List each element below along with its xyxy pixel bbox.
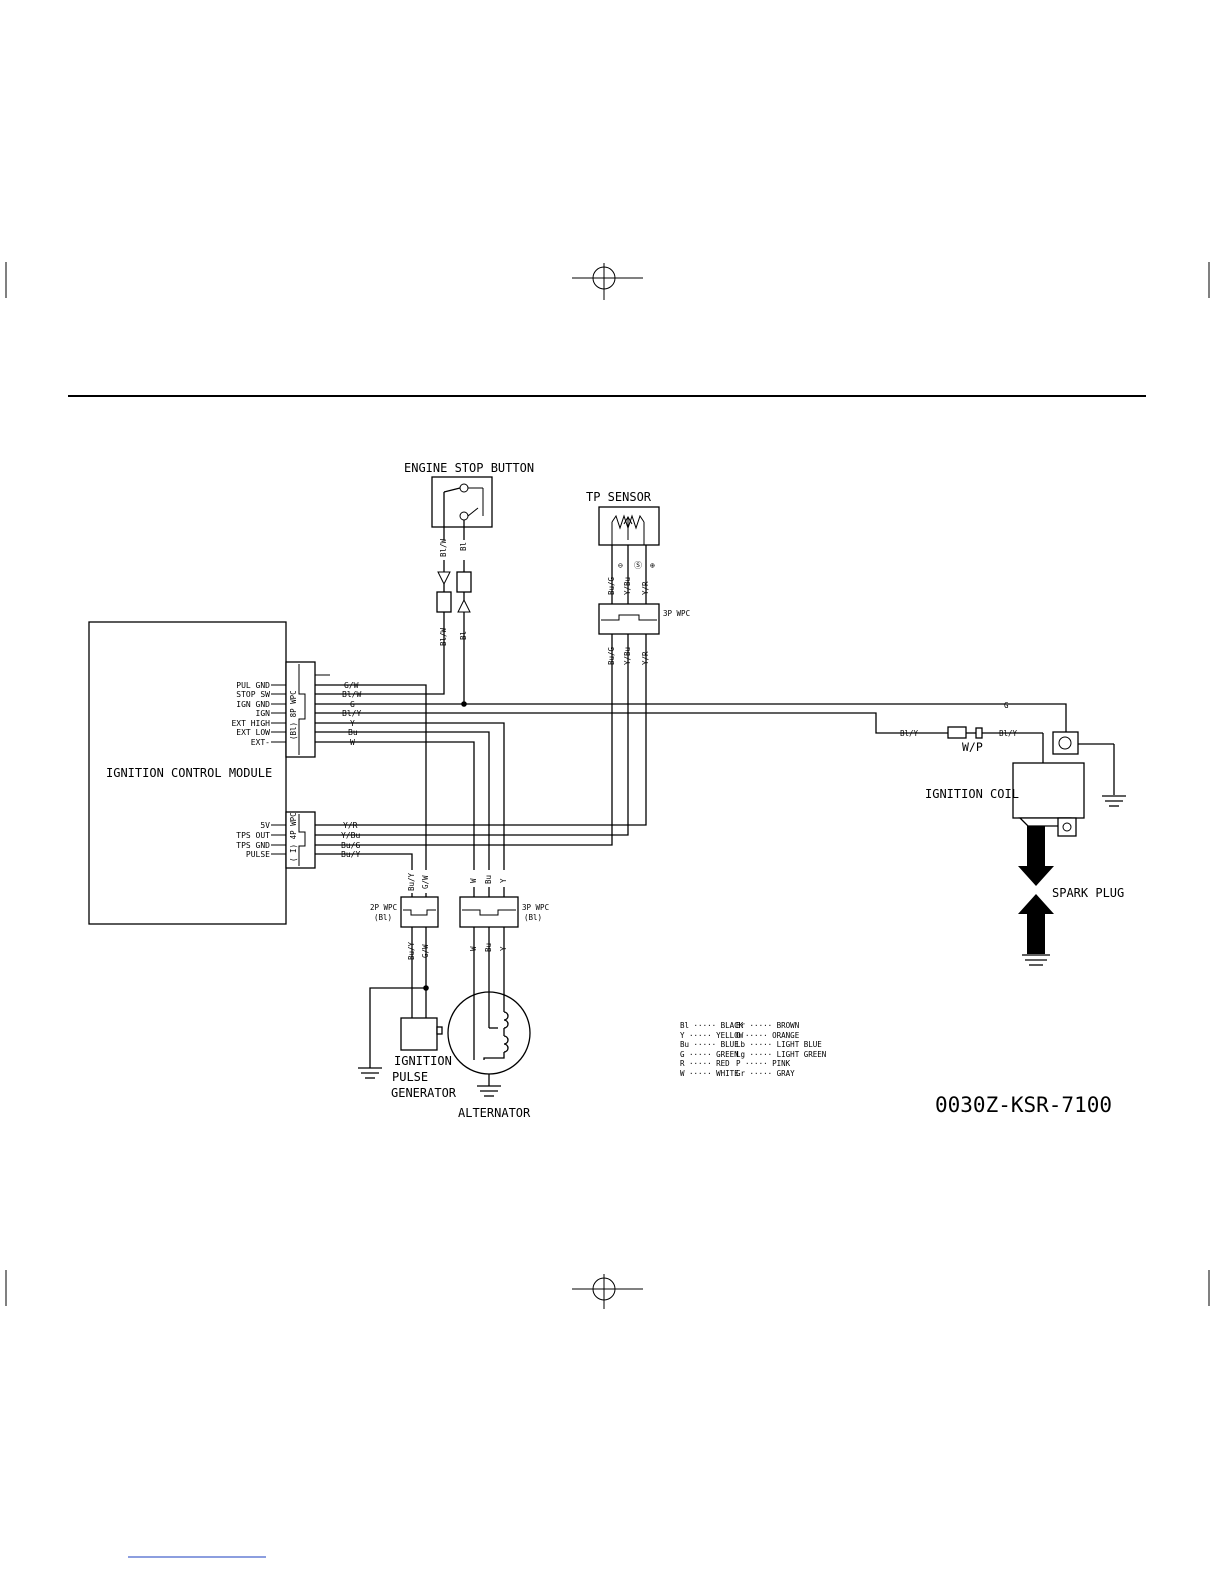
spark-plug-ground-icon xyxy=(1022,954,1050,966)
alternator-label: ALTERNATOR xyxy=(458,1106,531,1120)
wire-label-tp-bu-g-top: Bu/G xyxy=(607,576,616,595)
legend-red: R ····· RED xyxy=(680,1059,730,1068)
pulse-generator-group: Bu/Y G/W 2P WPC (Bl) Bu/Y G/W IGNITION P… xyxy=(358,872,457,1100)
spark-plug-lower-arrow-icon xyxy=(1018,894,1054,914)
pin-ext-high: EXT HIGH xyxy=(231,719,270,728)
spark-plug-label: SPARK PLUG xyxy=(1052,886,1124,900)
spark-plug-body xyxy=(1027,912,1045,954)
wire-label-coil-bl-y-left: Bl/Y xyxy=(900,729,919,738)
wire-label-g-long: G xyxy=(1004,701,1009,710)
legend-yellow: Y ····· YELLOW xyxy=(680,1031,744,1040)
tp-signal-icon: Ⓢ xyxy=(634,561,642,570)
legend-green: G ····· GREEN xyxy=(680,1050,739,1059)
spark-plug-upper-arrow-icon xyxy=(1018,866,1054,886)
tp-sensor-label: TP SENSOR xyxy=(586,490,652,504)
ignition-coil-label: IGNITION COIL xyxy=(925,787,1019,801)
harness-wires xyxy=(315,625,1067,870)
alt-3p-wpc-color: (Bl) xyxy=(524,913,542,922)
ignition-coil-group: Bl/Y W/P Bl/Y IGNITION COIL SPARK PLUG xyxy=(900,726,1126,966)
legend-light-green: Lg ····· LIGHT GREEN xyxy=(736,1050,826,1059)
legend-white: W ····· WHITE xyxy=(680,1069,739,1078)
wire-label-pulse-g-w-bottom: G/W xyxy=(421,944,430,958)
ignition-control-module: IGNITION CONTROL MODULE (Bl) 8P WPC ( I)… xyxy=(88,621,361,925)
tp-3p-wpc-label: 3P WPC xyxy=(663,609,690,618)
wire-label-alt-bu-top: Bu xyxy=(484,875,493,884)
legend-black: Bl ····· BLACK xyxy=(680,1021,744,1030)
splice-point-stop-ground xyxy=(461,701,467,707)
wire-label-tp-y-r-top: Y/R xyxy=(641,581,650,595)
tp-sensor: TP SENSOR ⊖ Ⓢ ⊕ Bu/G Y/Bu Y/R 3P WPC Bu/… xyxy=(586,490,690,665)
pin-stop-sw: STOP SW xyxy=(236,690,270,699)
crop-marks xyxy=(5,262,1210,1309)
alt-3p-wpc-label: 3P WPC xyxy=(522,903,549,912)
spark-plug-cap xyxy=(1027,826,1045,868)
pin-tps-out: TPS OUT xyxy=(236,831,270,840)
tp-plus-icon: ⊕ xyxy=(650,561,655,570)
wire-label-stop-bl-w-top: Bl/W xyxy=(439,538,448,557)
legend-brown: Br ····· BROWN xyxy=(736,1021,799,1030)
pulse-2p-wpc-color: (Bl) xyxy=(374,913,392,922)
pulse-ground-icon xyxy=(358,1067,382,1079)
pin-pulse: PULSE xyxy=(246,850,270,859)
pulse-2p-wpc-label: 2P WPC xyxy=(370,903,397,912)
coil-ground-icon xyxy=(1102,795,1126,807)
legend-light-blue: Lb ····· LIGHT BLUE xyxy=(736,1040,822,1049)
registration-mark-bottom-icon xyxy=(572,1274,643,1309)
wp-label: W/P xyxy=(962,740,983,754)
wire-label-pulse-bu-y-bottom: Bu/Y xyxy=(407,941,416,960)
engine-stop-button-label: ENGINE STOP BUTTON xyxy=(404,461,534,475)
legend-gray: Gr ····· GRAY xyxy=(736,1069,795,1078)
pin-pul-gnd: PUL GND xyxy=(236,681,270,690)
splice-point-pulse-ground xyxy=(423,985,429,991)
pin-tps-gnd: TPS GND xyxy=(236,841,270,850)
wire-label-coil-bl-y-right: Bl/Y xyxy=(999,729,1018,738)
icm-label: IGNITION CONTROL MODULE xyxy=(106,766,272,780)
alternator-coil-lower-icon xyxy=(503,1035,509,1053)
wire-label-stop-bl-top: Bl xyxy=(459,542,468,551)
legend-blue: Bu ····· BLUE xyxy=(680,1040,739,1049)
pulse-gen-label-1: IGNITION xyxy=(394,1054,452,1068)
alternator-ground-icon xyxy=(477,1085,501,1097)
icm-4p-wpc-label: ( I) 4P WPC xyxy=(289,812,298,862)
pin-ign-gnd: IGN GND xyxy=(236,700,270,709)
pin-ext-low: EXT LOW xyxy=(236,728,270,737)
alternator-coil-upper-icon xyxy=(503,1011,509,1029)
engine-stop-button: ENGINE STOP BUTTON Bl/W Bl Bl/W Bl xyxy=(404,461,534,646)
wire-label-alt-w-top: W xyxy=(469,878,478,883)
wire-label-pulse-bu-y-top: Bu/Y xyxy=(407,872,416,891)
wire-label-pulse-g-w-top: G/W xyxy=(421,875,430,889)
legend-pink: P ····· PINK xyxy=(736,1059,791,1068)
pulse-gen-label-3: GENERATOR xyxy=(391,1086,457,1100)
registration-mark-top-icon xyxy=(572,263,643,300)
legend-orange: O ····· ORANGE xyxy=(736,1031,800,1040)
wire-label-tp-y-bu-top: Y/Bu xyxy=(623,577,632,595)
pulse-gen-label-2: PULSE xyxy=(392,1070,428,1084)
pin-ext-minus: EXT- xyxy=(251,738,270,747)
pin-ign: IGN xyxy=(256,709,271,718)
wire-label-alt-y-top: Y xyxy=(499,878,508,883)
alternator-group: W Bu Y 3P WPC (Bl) W Bu Y ALTERNATOR xyxy=(447,875,549,1120)
pin-5v: 5V xyxy=(260,821,270,830)
wire-color-legend: Bl ····· BLACK Br ····· BROWN Y ····· YE… xyxy=(680,1021,826,1078)
diagram-code: 0030Z-KSR-7100 xyxy=(935,1093,1112,1117)
icm-8p-wpc-label: (Bl) 8P WPC xyxy=(289,690,298,740)
tp-minus-icon: ⊖ xyxy=(618,561,623,570)
